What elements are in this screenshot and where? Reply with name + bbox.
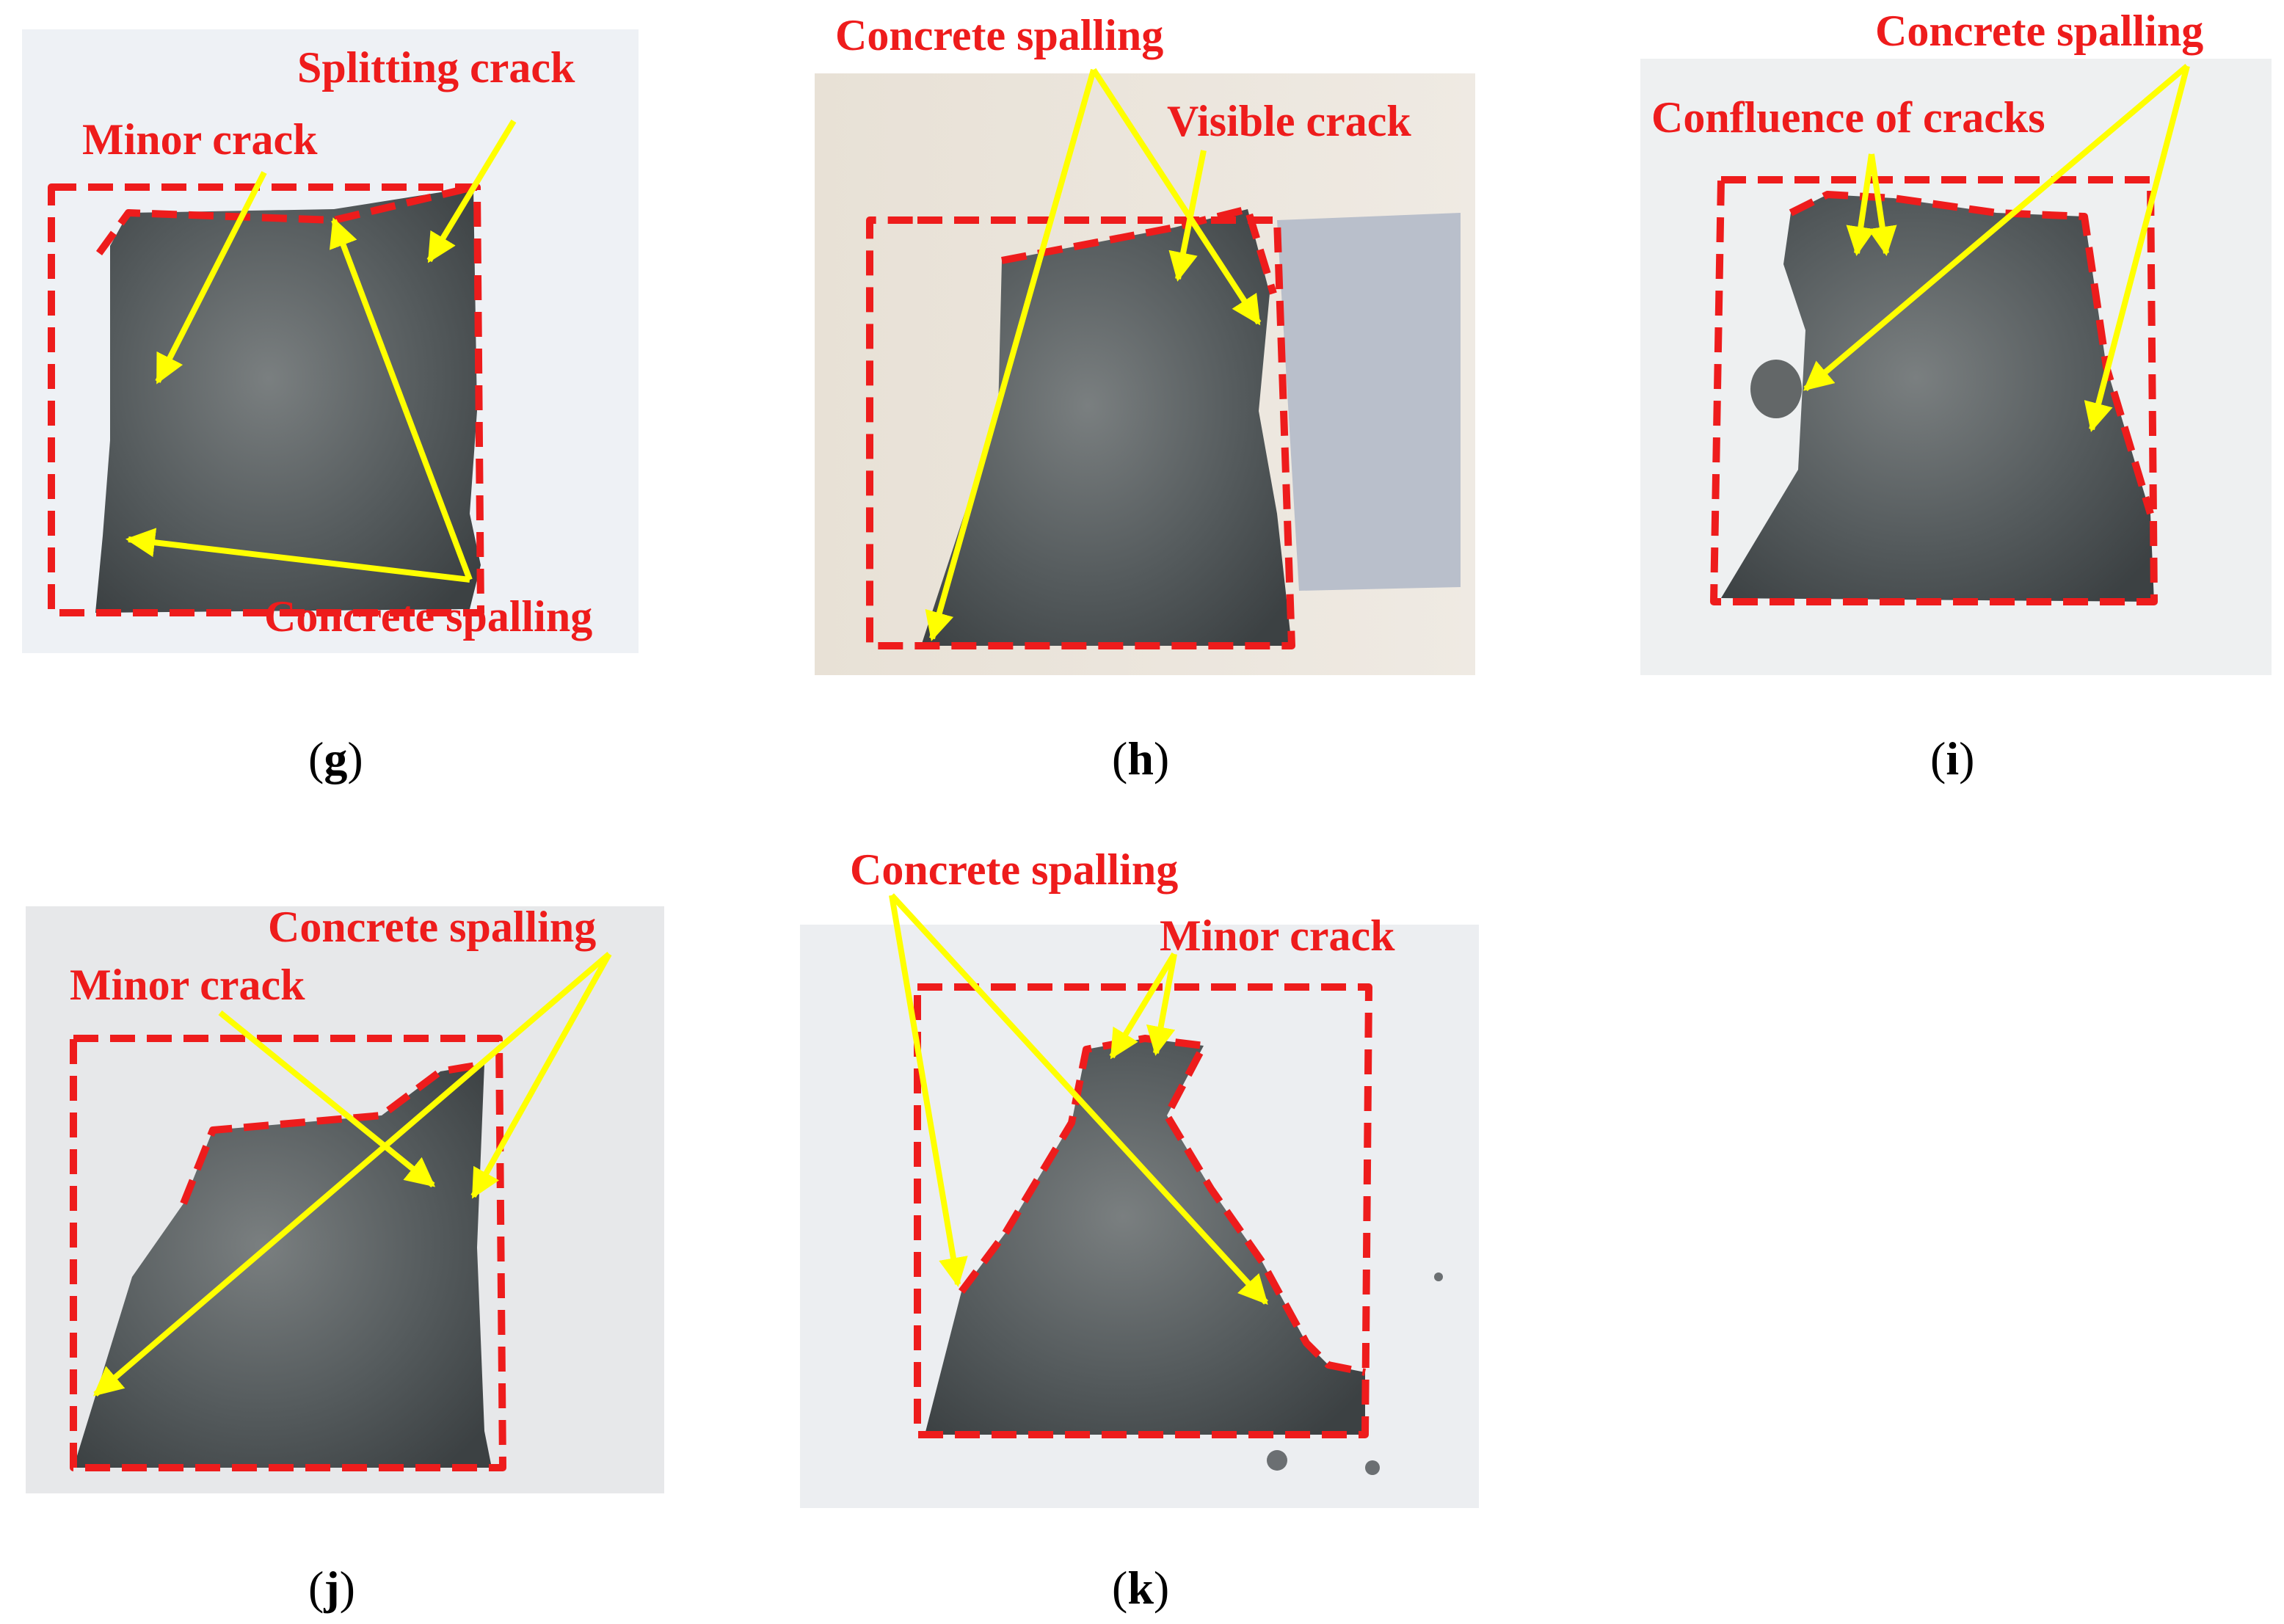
panel-h-shadow: [1277, 213, 1461, 591]
panel-i-caption: (i): [1930, 732, 1974, 784]
panel-h-arrow-spalling-2: [1091, 68, 1262, 326]
panel-g-outline-box: [48, 183, 484, 616]
panel-k-debris-3: [1434, 1272, 1443, 1281]
panel-j-outline-contour: [180, 1060, 485, 1205]
panel-k: Concrete spalling Minor crack (k): [800, 845, 1479, 1614]
panel-i: Concrete spalling Confluence of cracks (…: [1640, 7, 2272, 784]
panel-j: Concrete spalling Minor crack (j): [26, 903, 664, 1614]
panel-k-arrow-spalling-2: [890, 893, 1268, 1305]
panel-h-outline-contour: [1001, 205, 1277, 295]
panel-h-arrow-visible-crack: [1168, 150, 1207, 282]
panel-k-label-concrete-spalling: Concrete spalling: [850, 845, 1178, 894]
panel-j-label-concrete-spalling: Concrete spalling: [268, 903, 596, 951]
panel-g: Splitting crack Minor crack Concrete spa…: [22, 29, 639, 784]
panel-i-debris: [1750, 360, 1802, 418]
panel-k-arrow-minor-crack-2: [1146, 953, 1177, 1056]
panel-i-arrow-spalling-1: [1803, 63, 2189, 392]
panel-j-label-minor-crack: Minor crack: [70, 961, 305, 1009]
panel-g-arrow-splitting-crack: [426, 119, 517, 263]
panel-g-arrow-minor-crack: [155, 171, 267, 385]
panel-j-arrow-spalling-1: [92, 951, 611, 1397]
panel-i-outline-box: [1710, 176, 2158, 605]
panel-k-debris-2: [1365, 1460, 1380, 1475]
panel-k-outline-box: [914, 983, 1372, 1438]
panel-g-arrow-spalling-2: [126, 528, 470, 583]
panel-i-arrow-spalling-2: [2084, 65, 2190, 432]
panel-k-label-minor-crack: Minor crack: [1160, 911, 1395, 960]
panel-k-arrow-spalling-1: [889, 895, 968, 1287]
panel-g-label-minor-crack: Minor crack: [82, 115, 318, 164]
panel-j-arrow-minor-crack: [218, 1010, 436, 1188]
panel-g-arrow-spalling-1: [330, 217, 473, 581]
panel-h-specimen: [921, 209, 1292, 646]
panel-i-arrow-confluence-2: [1867, 153, 1897, 256]
panel-h-label-concrete-spalling: Concrete spalling: [835, 11, 1163, 59]
panel-k-arrow-minor-crack-1: [1109, 952, 1177, 1060]
panel-k-caption: (k): [1112, 1562, 1169, 1614]
panel-g-label-concrete-spalling: Concrete spalling: [264, 592, 592, 641]
panel-g-caption: (g): [308, 732, 363, 784]
panel-j-arrow-spalling-2: [470, 953, 612, 1199]
panel-i-specimen: [1721, 194, 2154, 602]
panel-j-specimen: [73, 1064, 492, 1468]
panel-i-label-concrete-spalling: Concrete spalling: [1875, 7, 2203, 55]
panel-g-specimen: [95, 187, 481, 613]
panel-k-outline-contour: [959, 1035, 1366, 1376]
panel-h-arrow-spalling-1: [925, 68, 1096, 641]
panel-k-specimen: [925, 1038, 1365, 1435]
panel-g-label-splitting-crack: Splitting crack: [297, 43, 575, 92]
panel-h-caption: (h): [1112, 732, 1169, 784]
panel-h-label-visible-crack: Visible crack: [1167, 97, 1411, 145]
panel-h-outline-box: [866, 216, 1295, 649]
panel-i-arrow-confluence-1: [1846, 153, 1876, 256]
panel-h: Concrete spalling Visible crack (h): [815, 11, 1475, 784]
panel-g-outline-contour: [95, 183, 475, 255]
panel-i-label-confluence-of-cracks: Confluence of cracks: [1651, 93, 2045, 142]
panel-j-caption: (j): [308, 1562, 355, 1614]
panel-j-outline-box: [70, 1035, 506, 1471]
panel-k-debris-1: [1267, 1450, 1287, 1471]
